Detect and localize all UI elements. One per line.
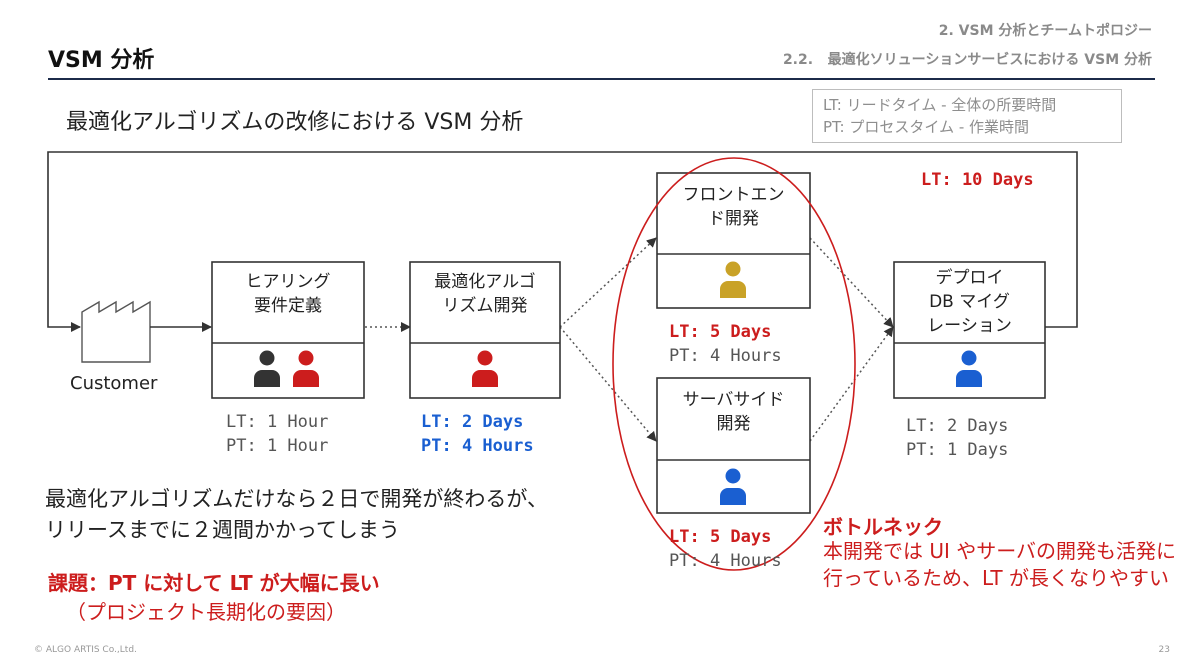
process-label-line: デプロイ bbox=[935, 268, 1004, 288]
subsection-heading: 2.2. 最適化ソリューションサービスにおける VSM 分析 bbox=[782, 52, 1152, 68]
page-number: 23 bbox=[1158, 645, 1170, 655]
diagram-subtitle: 最適化アルゴリズムの改修における VSM 分析 bbox=[66, 110, 524, 135]
pt-value: PT: 4 Hours bbox=[669, 551, 782, 571]
metrics-deploy: LT: 2 Days PT: 1 Days bbox=[906, 414, 1008, 462]
person-icon-gold bbox=[720, 261, 746, 298]
process-label-algo: 最適化アルゴ リズム開発 bbox=[410, 270, 560, 318]
lt-value: LT: 5 Days bbox=[669, 322, 772, 342]
pt-value: PT: 4 Hours bbox=[421, 436, 534, 456]
pt-value: PT: 1 Hour bbox=[226, 436, 329, 456]
person-icon-red-hearing bbox=[293, 350, 319, 387]
person-icon-red-algo bbox=[472, 350, 498, 387]
process-label-line: 要件定義 bbox=[254, 296, 322, 316]
pt-value: PT: 4 Hours bbox=[669, 346, 782, 366]
note-line: リリースまでに２週間かかってしまう bbox=[45, 518, 400, 542]
process-label-line: 開発 bbox=[716, 414, 751, 434]
person-icon-dark bbox=[254, 350, 280, 387]
metrics-algo: LT: 2 Days PT: 4 Hours bbox=[421, 410, 534, 458]
process-label-deploy: デプロイ DB マイグ レーション bbox=[894, 266, 1045, 338]
analysis-note: 最適化アルゴリズムだけなら２日で開発が終わるが、 リリースまでに２週間かかってし… bbox=[45, 484, 548, 546]
lt-value: LT: 5 Days bbox=[669, 527, 772, 547]
bottleneck-body: 本開発では UI やサーバの開発も活発に行っているため、LT が長くなりやすい bbox=[823, 539, 1177, 590]
note-line: 最適化アルゴリズムだけなら２日で開発が終わるが、 bbox=[45, 487, 548, 511]
process-label-line: 最適化アルゴ bbox=[434, 272, 536, 292]
process-label-line: ヒアリング bbox=[245, 272, 331, 292]
arrow-algo-to-server bbox=[559, 326, 657, 442]
bottleneck-ellipse bbox=[612, 157, 856, 571]
title-divider bbox=[48, 78, 1155, 80]
factory-icon bbox=[81, 300, 151, 363]
issue-subtitle: （プロジェクト長期化の要因） bbox=[66, 600, 346, 624]
slide-title: VSM 分析 bbox=[48, 48, 155, 73]
process-label-line: フロントエン bbox=[682, 185, 785, 205]
process-label-line: DB マイグ bbox=[929, 292, 1010, 312]
lt-value: LT: 2 Days bbox=[906, 416, 1009, 436]
metrics-hearing: LT: 1 Hour PT: 1 Hour bbox=[226, 410, 328, 458]
process-label-frontend: フロントエン ド開発 bbox=[657, 183, 810, 231]
legend-pt: PT: プロセスタイム - 作業時間 bbox=[823, 118, 1030, 136]
process-label-line: レーション bbox=[927, 316, 1012, 336]
process-label-line: ド開発 bbox=[708, 209, 759, 229]
legend-box: LT: リードタイム - 全体の所要時間 PT: プロセスタイム - 作業時間 bbox=[812, 89, 1122, 143]
customer-label: Customer bbox=[70, 373, 158, 394]
legend-lt: LT: リードタイム - 全体の所要時間 bbox=[823, 96, 1057, 114]
arrow-frontend-to-deploy bbox=[809, 237, 894, 328]
process-box-hearing bbox=[211, 261, 365, 399]
arrow-server-to-deploy bbox=[809, 326, 894, 442]
process-label-line: リズム開発 bbox=[442, 296, 528, 316]
arrow-algo-to-frontend bbox=[559, 237, 657, 328]
person-icon-blue-deploy bbox=[956, 350, 982, 387]
metrics-frontend: LT: 5 Days PT: 4 Hours bbox=[669, 320, 782, 368]
process-label-line: サーバサイド bbox=[682, 390, 785, 410]
issue-title: 課題：PT に対して LT が大幅に長い bbox=[48, 571, 380, 595]
section-heading: 2. VSM 分析とチームトポロジー bbox=[938, 23, 1152, 39]
bottleneck-title: ボトルネック bbox=[823, 515, 943, 539]
feedback-loop-line bbox=[47, 151, 1078, 332]
process-label-server: サーバサイド 開発 bbox=[657, 388, 810, 436]
metrics-server: LT: 5 Days PT: 4 Hours bbox=[669, 525, 782, 573]
copyright: © ALGO ARTIS Co.,Ltd. bbox=[34, 645, 137, 655]
pt-value: PT: 1 Days bbox=[906, 440, 1009, 460]
process-label-hearing: ヒアリング 要件定義 bbox=[212, 270, 364, 318]
total-lead-time: LT: 10 Days bbox=[921, 170, 1034, 190]
lt-value: LT: 2 Days bbox=[421, 412, 524, 432]
lt-value: LT: 1 Hour bbox=[226, 412, 329, 432]
person-icon-blue-server bbox=[720, 468, 746, 505]
